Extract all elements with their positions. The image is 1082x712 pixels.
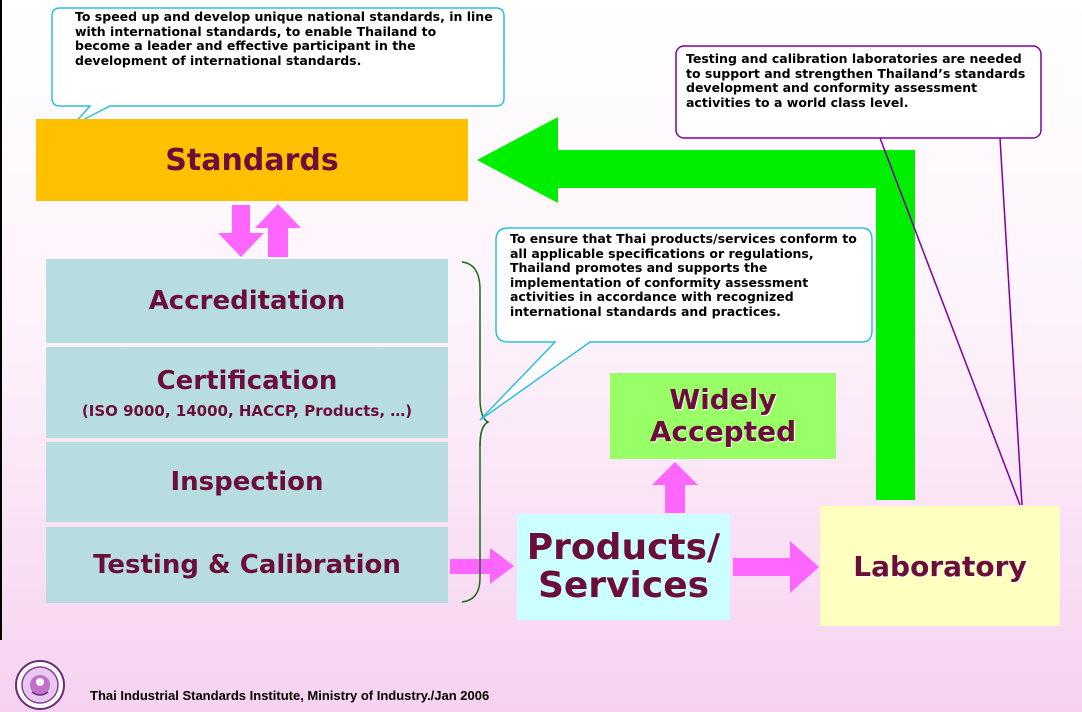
arrow-up-accreditation-to-standards — [255, 204, 301, 257]
callout-right-pointer-b — [999, 137, 1023, 506]
certification-detail: (ISO 9000, 14000, HACCP, Products, …) — [81, 401, 413, 420]
callout-top-text: To speed up and develop unique national … — [75, 9, 493, 68]
standards-box: Standards — [36, 119, 468, 201]
products-line1: Products/ — [526, 527, 721, 568]
accreditation-box: Accreditation — [46, 259, 448, 343]
laboratory-box: Laboratory — [820, 506, 1060, 626]
slide-left-border — [0, 0, 2, 640]
arrow-testing-to-products — [450, 548, 514, 584]
widely-line2: Accepted — [649, 415, 797, 448]
testing-calibration-label: Testing & Calibration — [93, 550, 401, 580]
callout-middle-text: To ensure that Thai products/services co… — [510, 231, 857, 319]
brace-upper — [461, 261, 490, 447]
testing-calibration-box: Testing & Calibration — [46, 527, 448, 603]
certification-label: Certification — [156, 365, 338, 396]
callout-middle-bubble — [479, 227, 873, 421]
inspection-label: Inspection — [170, 467, 324, 497]
standards-label: Standards — [165, 142, 339, 178]
products-services-box: Products/ Services — [517, 514, 730, 620]
laboratory-label: Laboratory — [853, 549, 1027, 583]
accreditation-label: Accreditation — [148, 286, 346, 316]
tisi-seal-logo-icon — [15, 660, 65, 710]
arrow-products-to-laboratory — [733, 541, 819, 593]
widely-accepted-box: Widely Accepted — [610, 373, 836, 459]
brace-lower — [461, 421, 489, 603]
footer-credit: Thai Industrial Standards Institute, Min… — [90, 688, 490, 703]
callout-right-pointer-a — [879, 137, 1021, 506]
callout-right-text: Testing and calibration laboratories are… — [686, 51, 1026, 110]
widely-line1: Widely — [669, 383, 777, 416]
green-feedback-arrow — [477, 117, 915, 500]
inspection-box: Inspection — [46, 442, 448, 522]
arrow-products-to-widely — [652, 462, 698, 513]
callout-right-bubble — [675, 45, 1042, 139]
certification-box: Certification (ISO 9000, 14000, HACCP, P… — [46, 347, 448, 438]
arrow-down-standards-to-accreditation — [218, 205, 264, 257]
products-line2: Services — [537, 565, 710, 606]
